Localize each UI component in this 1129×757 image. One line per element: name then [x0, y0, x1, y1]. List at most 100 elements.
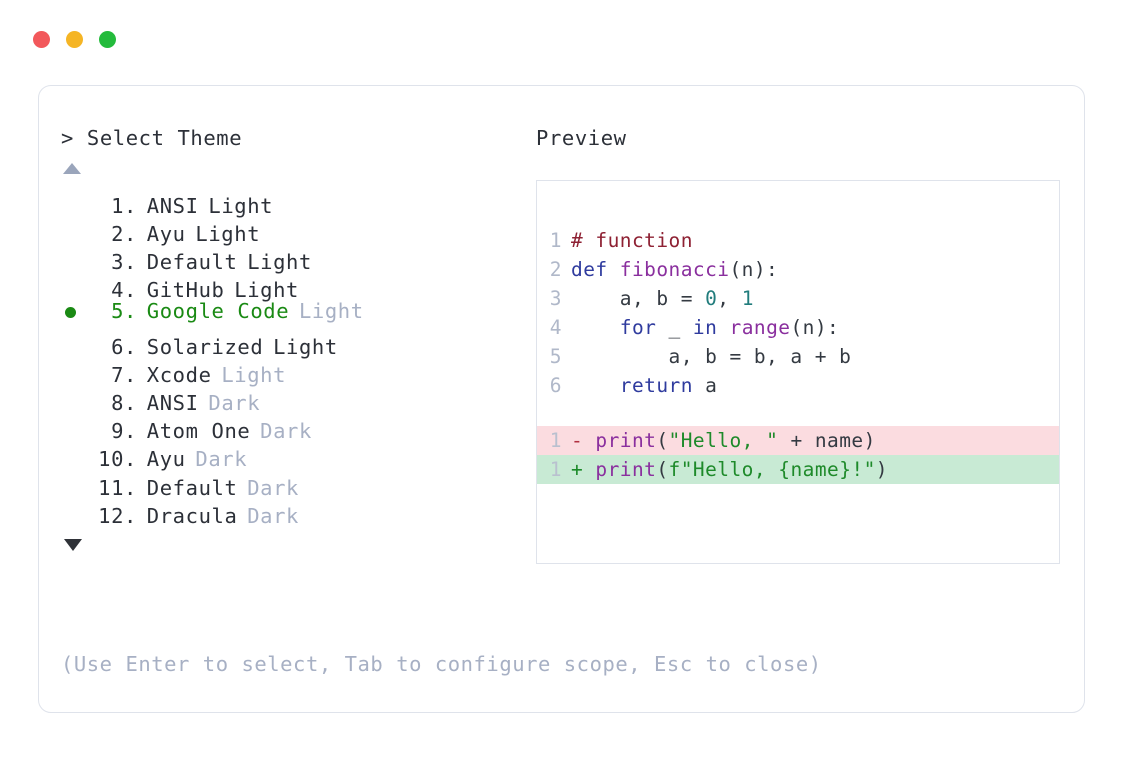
theme-item-index: 8. [111, 391, 137, 415]
row-marker-empty [61, 269, 91, 297]
page-title: > Select Theme [61, 126, 243, 150]
close-button[interactable] [33, 31, 50, 48]
theme-item-name: Default [146, 250, 238, 275]
row-marker-empty [61, 241, 91, 269]
code-token: ) [875, 457, 888, 481]
code-token: f"Hello, {name}!" [668, 457, 876, 481]
theme-item-variant: Light [298, 299, 364, 324]
row-marker-empty [61, 185, 91, 213]
row-marker-empty [61, 466, 91, 494]
code-token [717, 316, 729, 339]
code-text: + print(f"Hello, {name}!") [571, 455, 888, 484]
row-marker-empty [61, 438, 91, 466]
theme-item-index: 5. [111, 299, 137, 324]
theme-list-item[interactable]: 3. Default Light [61, 241, 531, 274]
code-text: def fibonacci(n): [571, 255, 778, 284]
code-token: + name) [778, 428, 876, 452]
theme-item-variant: Dark [208, 391, 261, 415]
theme-item-name: Default [146, 475, 238, 500]
row-marker-empty [61, 495, 91, 523]
theme-item-variant: Light [234, 278, 299, 303]
code-token: for [619, 315, 657, 339]
code-token: - [571, 428, 596, 452]
code-area: 1 # function 2 def fibonacci(n): 3 a, b = 0,… [537, 181, 1059, 484]
theme-item-name: Xcode [146, 362, 212, 387]
triangle-down-icon[interactable] [64, 538, 82, 551]
code-line: 4 for _ in range(n): [537, 313, 1059, 342]
code-text: a, b = b, a + b [571, 342, 851, 371]
code-token: range [729, 315, 791, 339]
theme-item-name: Ayu [146, 447, 186, 472]
theme-item-name: Solarized [146, 334, 264, 359]
theme-item-index: 10. [98, 447, 137, 472]
code-token: a, b = b, a + b [571, 344, 852, 368]
diff-line: 1- print("Hello, " + name) [537, 425, 1059, 455]
theme-list-item[interactable]: 10. Ayu Dark [61, 438, 531, 471]
code-token [571, 316, 620, 339]
code-token: _ [656, 315, 693, 339]
theme-item-variant: Light [247, 250, 312, 275]
theme-item-index: 9. [111, 419, 137, 444]
theme-item-index: 6. [111, 334, 137, 359]
row-marker-empty [61, 213, 91, 241]
line-number: 3 [549, 286, 562, 310]
code-token: # function [571, 228, 693, 252]
theme-item-index: 12. [98, 503, 137, 528]
diff-line: 1 + print(f"Hello, {name}!") [537, 454, 1059, 484]
maximize-button[interactable] [99, 31, 116, 48]
theme-item-name: Ayu [146, 221, 186, 246]
minimize-button[interactable] [66, 31, 83, 48]
triangle-up-icon[interactable] [63, 162, 81, 174]
line-number: 2 [549, 257, 562, 281]
row-marker-empty [61, 354, 91, 382]
theme-item-variant: Dark [247, 475, 299, 500]
code-text: - print("Hello, " + name) [571, 426, 876, 455]
code-blank-line [537, 400, 1059, 426]
preview-label: Preview [536, 126, 627, 150]
code-text: # function [571, 226, 693, 255]
code-token: 1 [741, 286, 754, 310]
line-number: 1 [549, 228, 562, 252]
theme-item-name: Atom One [146, 419, 251, 444]
line-number: 1 [549, 457, 562, 481]
line-number: 6 [549, 373, 562, 397]
selected-bullet-icon [61, 299, 91, 327]
code-token: 0 [705, 286, 718, 310]
theme-item-variant: Dark [195, 447, 248, 472]
code-text: for _ in range(n): [571, 313, 839, 342]
code-token: + [571, 457, 596, 481]
window-controls [33, 31, 116, 48]
theme-item-name: GitHub [146, 278, 225, 303]
theme-item-index: 7. [111, 362, 137, 387]
theme-item-variant: Light [195, 221, 261, 246]
code-text: a, b = 0, 1 [571, 284, 754, 313]
code-token: , [717, 286, 742, 310]
theme-list-item[interactable]: 2. Ayu Light [61, 213, 531, 246]
preview-column: Preview 1 # function 2 def fibonacci(n): 3 a… [536, 128, 1064, 564]
code-token: "Hello, " [668, 428, 779, 452]
theme-item-variant: Dark [247, 503, 299, 528]
theme-item-index: 2. [111, 221, 137, 246]
row-marker-empty [61, 410, 91, 438]
code-token: ( [656, 457, 669, 481]
theme-item-name: ANSI [146, 193, 199, 218]
code-token: return [619, 373, 693, 397]
code-token: (n): [790, 315, 840, 339]
theme-item-index: 3. [111, 250, 137, 275]
row-marker-empty [61, 325, 91, 353]
code-token: print [595, 428, 657, 452]
line-number: 5 [549, 344, 562, 368]
row-marker-empty [61, 382, 91, 410]
theme-item-variant: Light [208, 193, 274, 218]
